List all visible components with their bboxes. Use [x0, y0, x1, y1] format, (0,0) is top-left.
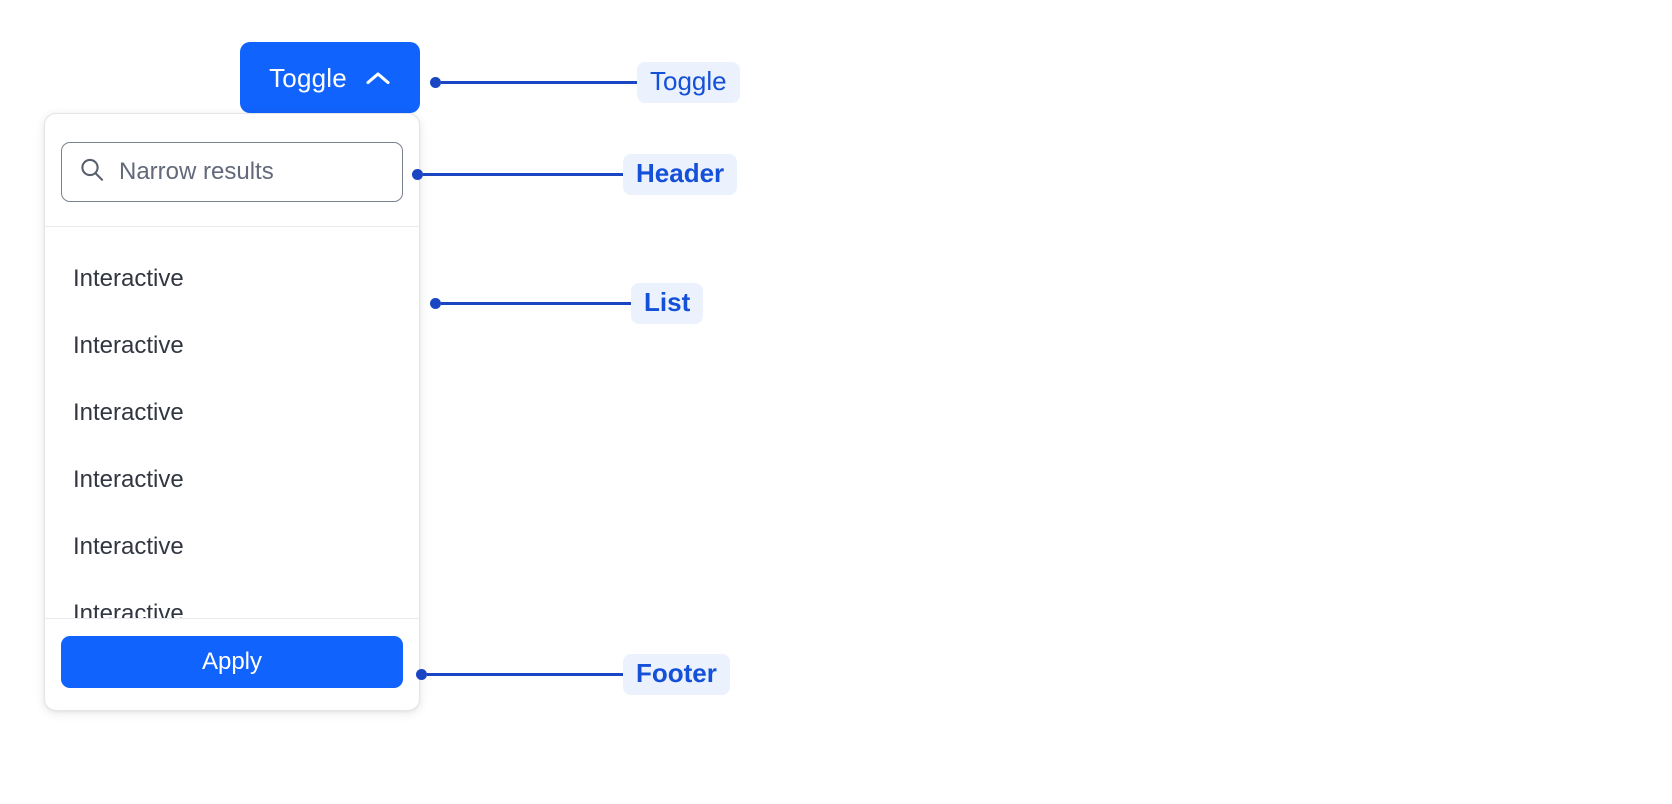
annotation-toggle: Toggle — [430, 62, 740, 104]
list-item-label: Interactive — [73, 331, 184, 359]
dropdown-header — [45, 114, 419, 227]
annotation-footer: Footer — [416, 654, 730, 696]
annotation-label: List — [631, 283, 704, 325]
list-item-label: Interactive — [73, 264, 184, 292]
list-item[interactable]: Interactive — [45, 513, 419, 580]
annotation-line — [427, 673, 623, 677]
list-item-label: Interactive — [73, 532, 184, 560]
annotation-line — [441, 81, 637, 85]
annotation-header: Header — [412, 154, 738, 196]
search-field[interactable] — [61, 142, 403, 202]
dropdown-panel: Interactive Interactive Interactive Inte… — [44, 113, 420, 711]
list-item[interactable]: Interactive — [45, 379, 419, 446]
list-item-label: Interactive — [73, 465, 184, 493]
list-item-label: Interactive — [73, 599, 184, 619]
annotation-label: Footer — [623, 654, 730, 696]
dropdown-list: Interactive Interactive Interactive Inte… — [45, 227, 419, 619]
annotation-label: Header — [623, 154, 738, 196]
search-input[interactable] — [62, 143, 402, 201]
chevron-up-icon — [365, 62, 391, 93]
annotation-dot — [430, 77, 441, 89]
list-item[interactable]: Interactive — [45, 446, 419, 513]
dropdown-footer: Apply — [45, 619, 419, 710]
apply-button-label: Apply — [201, 648, 263, 675]
annotation-list: List — [430, 283, 704, 325]
list-item[interactable]: Interactive — [45, 312, 419, 379]
apply-button[interactable]: Apply — [61, 636, 403, 688]
annotation-line — [423, 173, 623, 177]
list-item[interactable]: Interactive — [45, 245, 419, 312]
list-item-label: Interactive — [73, 398, 184, 426]
annotation-line — [441, 302, 631, 306]
toggle-button[interactable]: Toggle — [240, 42, 420, 113]
annotation-label: Toggle — [637, 62, 740, 104]
list-item[interactable]: Interactive — [45, 580, 419, 619]
annotation-dot — [412, 169, 423, 181]
toggle-button-label: Toggle — [269, 62, 347, 93]
annotation-dot — [416, 669, 427, 681]
annotation-dot — [430, 298, 441, 310]
